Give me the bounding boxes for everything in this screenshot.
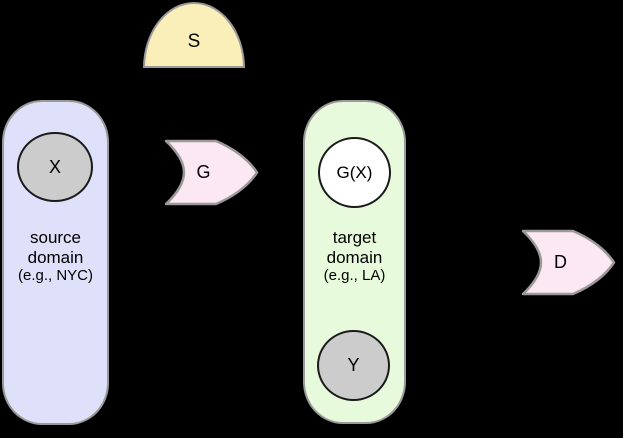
source-domain-caption: source domain (e.g., NYC): [2, 228, 109, 285]
node-y-label: Y: [347, 355, 360, 375]
node-x-label: X: [48, 156, 61, 177]
target-domain-caption: target domain (e.g., LA): [303, 228, 406, 285]
node-gx-label: G(X): [336, 162, 373, 182]
target-domain-line2: domain: [326, 247, 383, 267]
source-domain-line3: (e.g., NYC): [17, 267, 93, 285]
node-gx[interactable]: G(X): [318, 137, 391, 208]
target-domain-line1: target: [332, 228, 377, 247]
source-domain-line2: domain: [27, 247, 84, 267]
source-domain-line1: source: [29, 228, 82, 247]
node-g-arrow[interactable]: G: [164, 139, 259, 206]
node-s[interactable]: S: [143, 2, 245, 68]
target-domain-line3: (e.g., LA): [323, 267, 386, 285]
g-arrow-glyph: [164, 139, 259, 206]
node-d-arrow[interactable]: D: [521, 229, 616, 296]
node-x[interactable]: X: [17, 132, 93, 202]
node-y[interactable]: Y: [317, 330, 390, 401]
node-s-label: S: [187, 31, 201, 53]
d-arrow-glyph: [521, 229, 616, 296]
